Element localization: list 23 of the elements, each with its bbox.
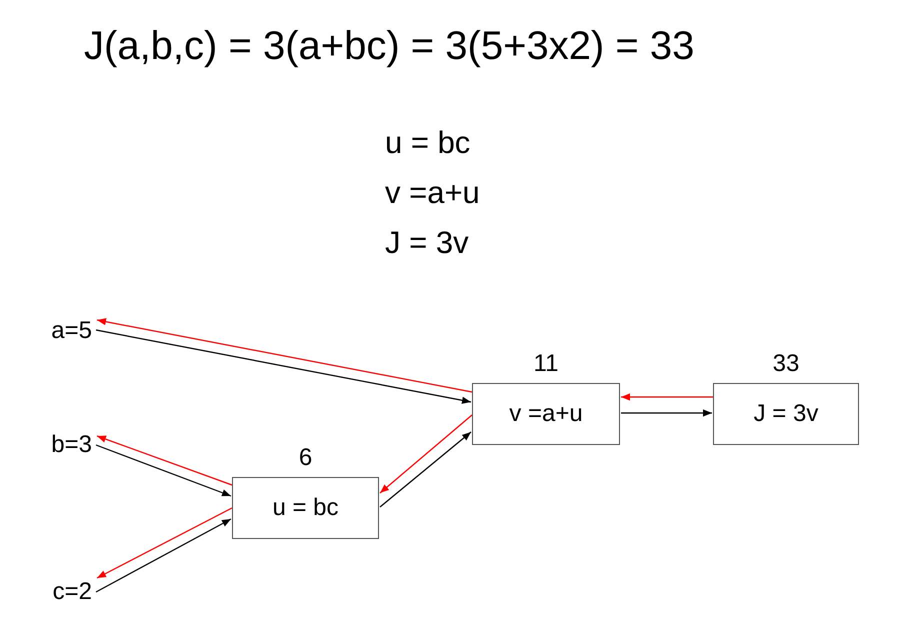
process-box: J = 3v (713, 383, 859, 445)
arrow (96, 518, 232, 593)
arrow (621, 393, 713, 401)
arrow (96, 435, 232, 486)
value-label: 33 (772, 349, 800, 379)
value-label: 6 (298, 443, 314, 473)
arrow (96, 329, 472, 404)
arrow (380, 414, 472, 494)
equation-text: u = bc (385, 124, 472, 162)
process-box: v =a+u (472, 383, 620, 445)
equation-title: J(a,b,c) = 3(a+bc) = 3(5+3x2) = 33 (84, 23, 694, 70)
arrow (380, 432, 472, 508)
variable-label: b=3 (30, 429, 92, 461)
process-box: u = bc (232, 477, 379, 539)
value-label: 11 (532, 349, 560, 379)
equation-text: J = 3v (385, 224, 470, 262)
arrow (621, 409, 712, 417)
arrow (96, 318, 472, 393)
arrow (96, 444, 232, 497)
arrow (96, 507, 232, 579)
variable-label: c=2 (30, 576, 92, 608)
equation-text: v =a+u (385, 174, 480, 212)
variable-label: a=5 (30, 315, 92, 347)
